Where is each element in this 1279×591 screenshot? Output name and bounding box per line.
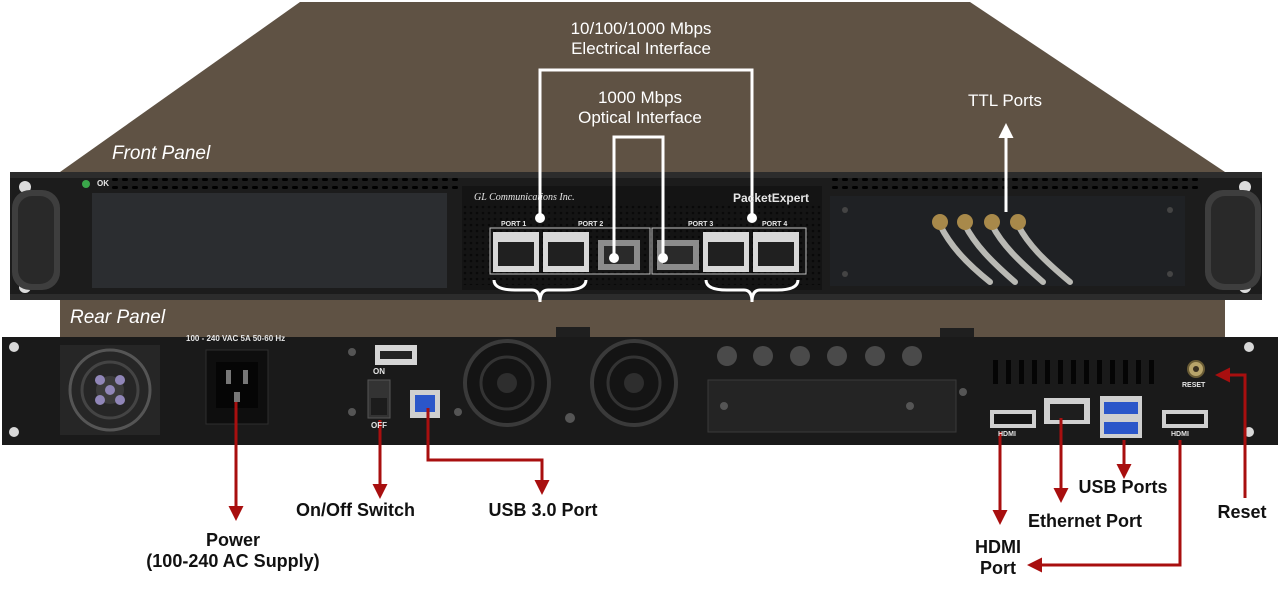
on-label: ON — [373, 367, 385, 376]
sfp-port-left — [598, 240, 640, 270]
front-panel-title: Front Panel — [112, 143, 211, 164]
hdmi-port-callout: HDMI Port — [958, 537, 1038, 578]
rj45-port-4 — [753, 232, 799, 272]
port4-label: PORT 4 — [762, 221, 788, 228]
optical-interface-label: 1000 Mbps Optical Interface — [560, 88, 720, 127]
power-rating-label: 100 - 240 VAC 5A 50-60 Hz — [186, 334, 286, 343]
usb3-port-callout: USB 3.0 Port — [488, 500, 598, 520]
rj45-port-3 — [703, 232, 749, 272]
port1-label: PORT 1 — [501, 221, 527, 228]
hdmi-callout-line1: HDMI — [975, 537, 1021, 557]
rear-panel — [2, 327, 1278, 445]
top-leader-lines — [492, 68, 1014, 303]
power-callout-line2: (100-240 AC Supply) — [146, 550, 320, 571]
rear-vent-slots — [993, 360, 1154, 384]
rear-knockouts — [717, 346, 922, 366]
rear-fan-middle-1 — [463, 339, 551, 427]
hdmi-callout-line2: Port — [980, 557, 1016, 578]
optical-interface-line1: 1000 Mbps — [597, 88, 683, 107]
usb-ports-callout: USB Ports — [1078, 477, 1168, 497]
ethernet-port-callout: Ethernet Port — [1027, 511, 1142, 531]
optical-interface-line2: Optical Interface — [578, 107, 702, 127]
callout-arrows — [228, 367, 1247, 573]
ttl-ports-label: TTL Ports — [968, 91, 1042, 110]
electrical-interface-label: 10/100/1000 Mbps Electrical Interface — [540, 19, 742, 58]
electrical-interface-line2: Electrical Interface — [571, 38, 711, 58]
hdmi-left-label: HDMI — [998, 431, 1016, 438]
power-callout: Power (100-240 AC Supply) — [128, 530, 338, 571]
onoff-switch-callout: On/Off Switch — [296, 500, 415, 520]
port2-label: PORT 2 — [578, 221, 604, 228]
rear-fan-left — [60, 345, 160, 435]
rj45-port-1 — [493, 232, 539, 272]
electrical-interface-line1: 10/100/1000 Mbps — [570, 19, 712, 38]
ttl-connectors — [937, 222, 1073, 285]
rear-fan-middle-2 — [590, 339, 678, 427]
power-callout-line1: Power — [205, 530, 261, 550]
rj45-port-2 — [543, 232, 589, 272]
rear-expansion-plate — [707, 379, 957, 433]
front-panel — [10, 172, 1262, 300]
front-blank-plate — [92, 193, 447, 288]
ok-led — [82, 180, 90, 188]
off-label: OFF — [371, 421, 387, 430]
port3-label: PORT 3 — [688, 221, 714, 228]
vendor-label: GL Communications Inc. — [474, 192, 575, 203]
rear-panel-title: Rear Panel — [70, 307, 166, 328]
hdmi-right-label: HDMI — [1171, 431, 1189, 438]
ok-label: OK — [97, 179, 109, 188]
product-label: PacketExpert — [733, 191, 810, 205]
reset-callout: Reset — [1217, 502, 1267, 522]
reset-label-small: RESET — [1182, 382, 1206, 389]
